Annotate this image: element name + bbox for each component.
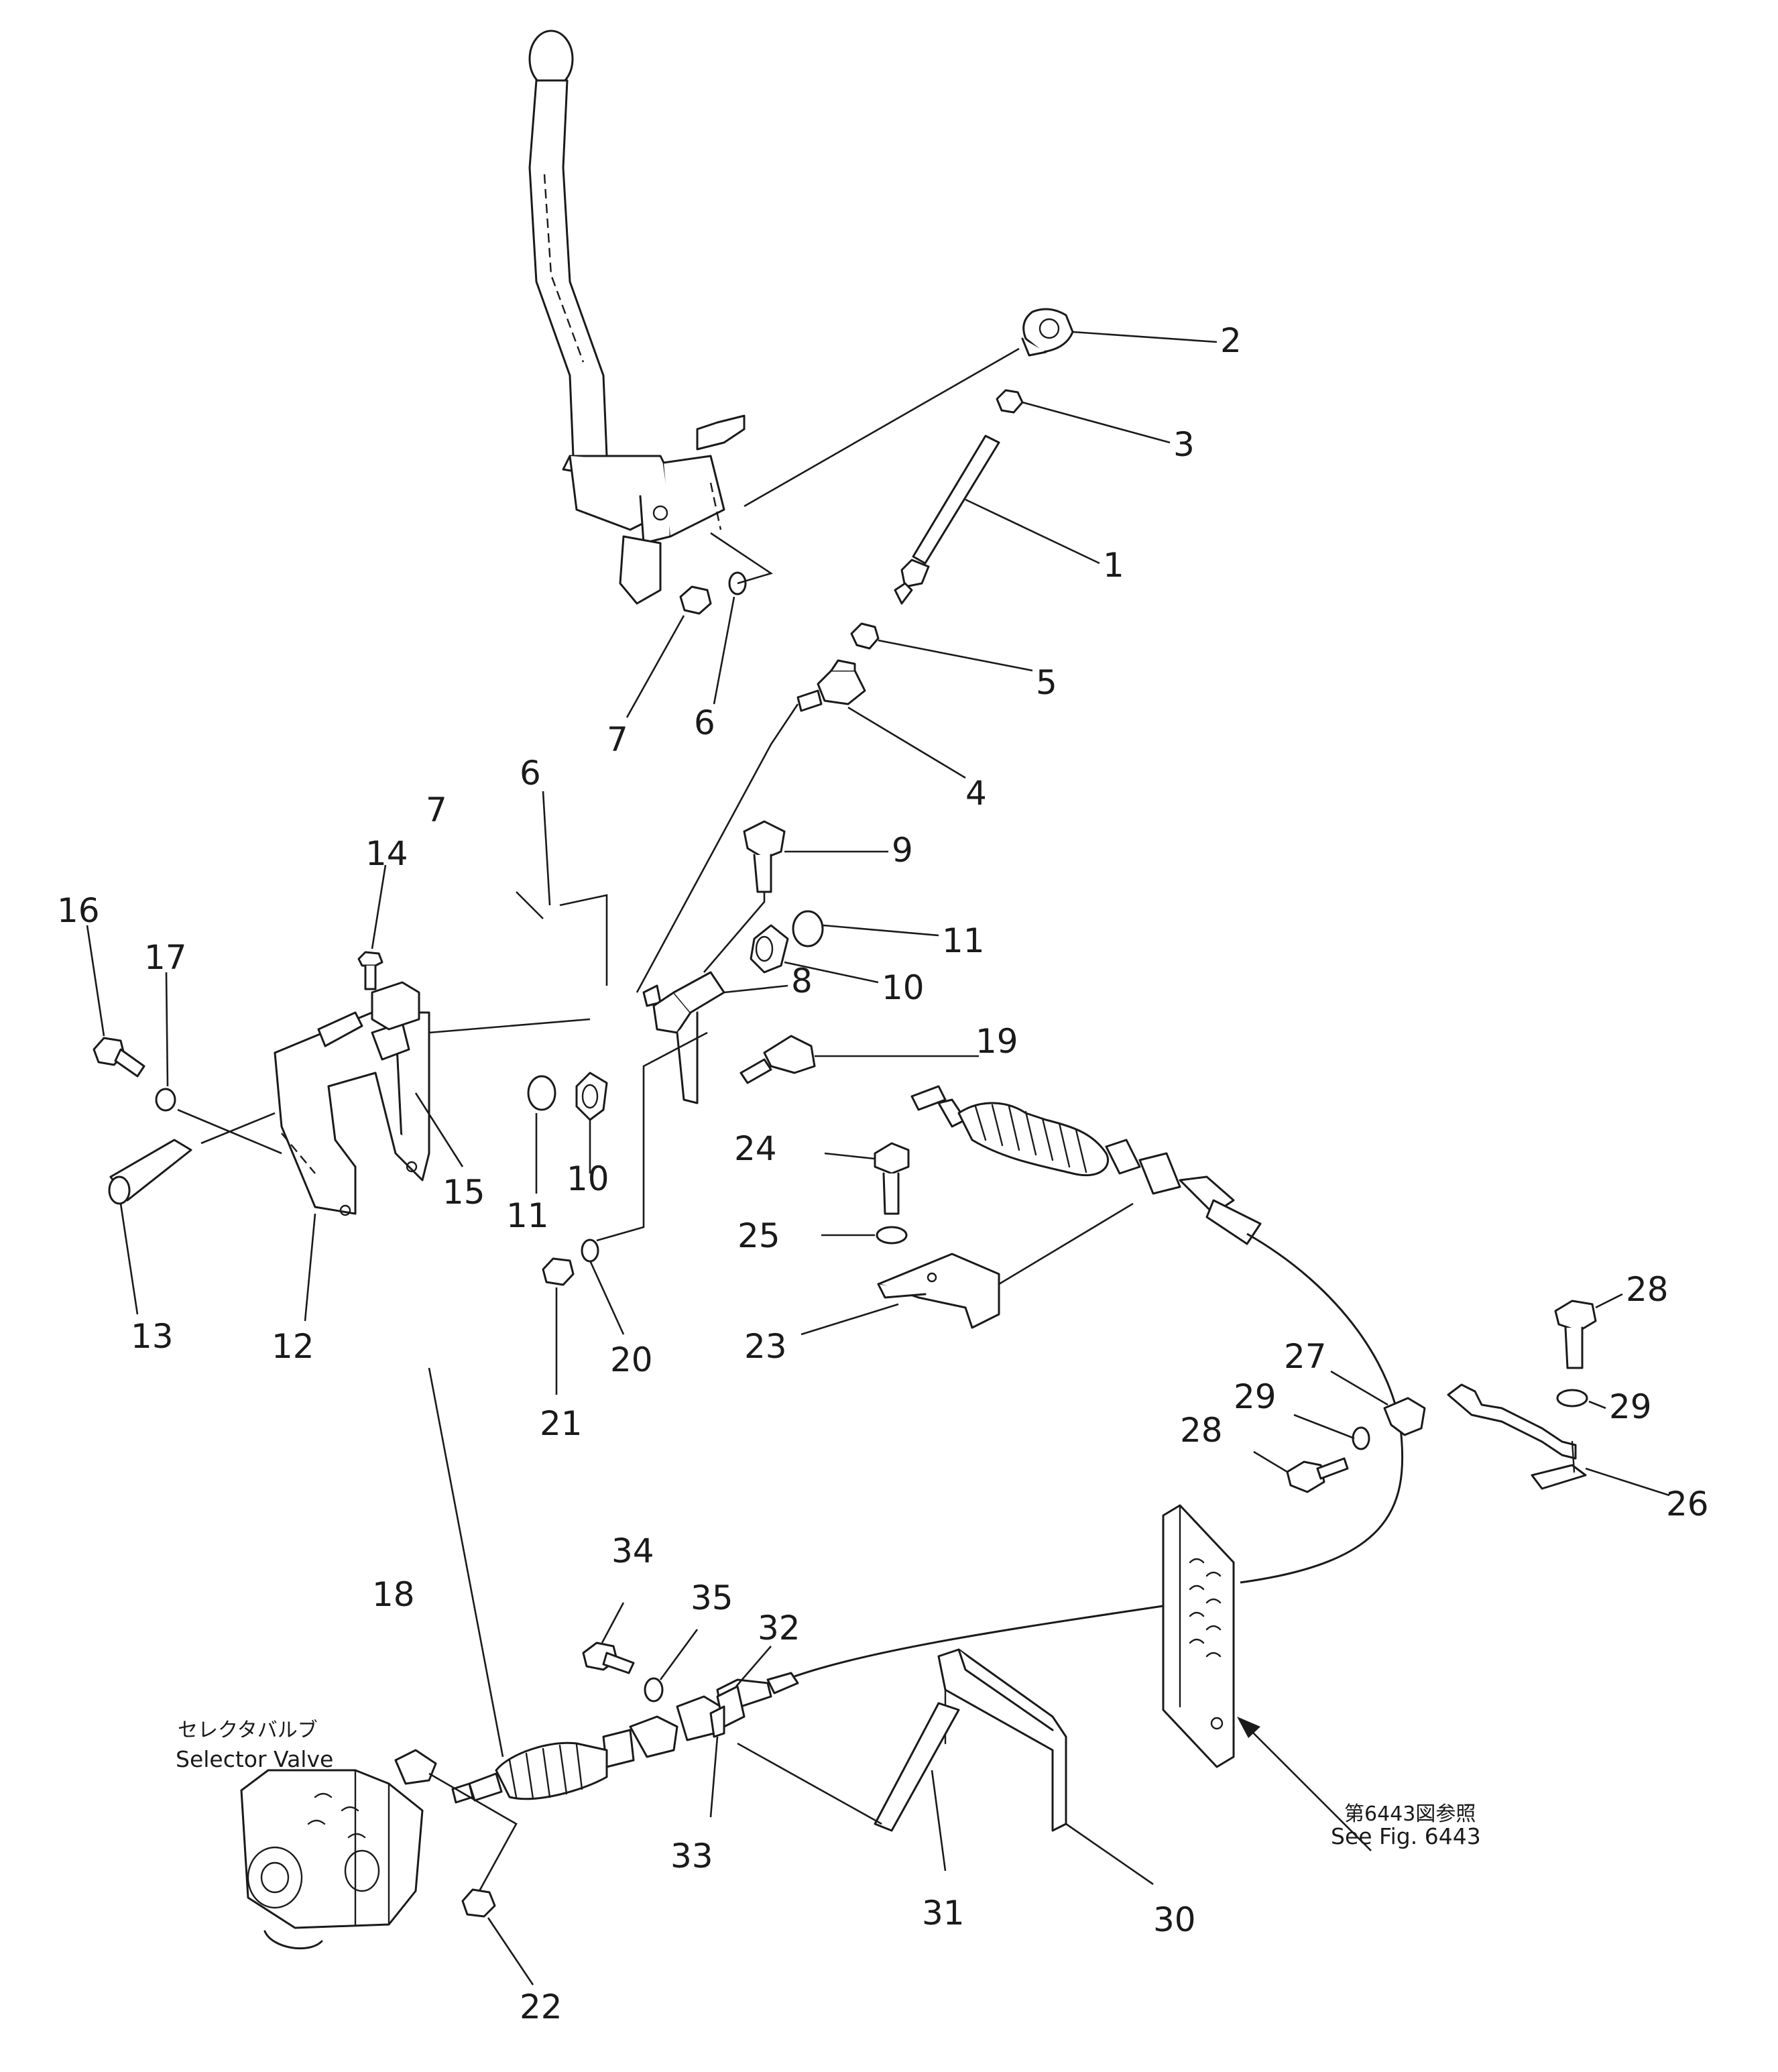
callout-2: 2 <box>1220 321 1242 360</box>
callout-12: 12 <box>272 1327 314 1366</box>
callout-labels: 2 3 1 5 4 7 6 9 11 10 8 19 6 7 14 16 17 … <box>57 321 1709 2026</box>
part-26-bracket <box>1447 1383 1587 1490</box>
callout-14: 14 <box>365 834 408 873</box>
shift-lever <box>528 30 746 605</box>
callout-24: 24 <box>734 1129 777 1168</box>
part-23-bracket <box>877 1253 1000 1329</box>
callout-17: 17 <box>144 938 187 977</box>
part-22-nut <box>461 1888 496 1918</box>
callout-23: 23 <box>744 1327 787 1366</box>
callout-29-upper: 29 <box>1609 1387 1652 1426</box>
callout-35: 35 <box>691 1578 733 1617</box>
part-25-washer <box>876 1226 908 1245</box>
see-fig-label-jp: 第6443図参照 <box>1344 1802 1476 1826</box>
callout-25: 25 <box>737 1216 780 1255</box>
callout-30: 30 <box>1153 1900 1196 1939</box>
part-27-clamp <box>1383 1397 1426 1436</box>
part-28-bolt-lower <box>1286 1457 1349 1493</box>
part-20-washer <box>581 1239 599 1263</box>
part-5-nut <box>850 622 880 650</box>
callout-26: 26 <box>1666 1485 1709 1523</box>
part-29-washer-upper <box>1556 1389 1588 1407</box>
part-18-cable-end <box>451 1672 799 1804</box>
callout-9: 9 <box>892 831 913 870</box>
callout-22: 22 <box>520 1988 562 2026</box>
part-2-ball-joint <box>1021 308 1074 357</box>
callout-6-upper: 6 <box>694 703 715 742</box>
part-3-nut <box>996 389 1024 414</box>
callout-27: 27 <box>1284 1337 1327 1376</box>
part-28-bolt-upper <box>1554 1300 1597 1369</box>
callout-16: 16 <box>57 891 100 930</box>
part-21-nut <box>542 1257 575 1286</box>
part-13-pin <box>108 1139 192 1205</box>
callout-18: 18 <box>372 1575 415 1614</box>
arrow-head <box>1237 1717 1260 1738</box>
part-19-ball-joint <box>739 1035 816 1084</box>
part-14-pin <box>357 951 383 990</box>
part-15-bracket-block <box>371 981 420 1031</box>
selector-valve-label-en: Selector Valve <box>176 1746 333 1772</box>
callout-31: 31 <box>922 1894 965 1933</box>
callout-32: 32 <box>758 1609 801 1648</box>
part-16-bolt <box>93 1037 145 1078</box>
callout-28-upper: 28 <box>1626 1270 1669 1309</box>
callout-11-lower: 11 <box>506 1196 549 1235</box>
part-12-bracket <box>274 1011 430 1216</box>
callout-7-mid: 7 <box>426 791 447 829</box>
part-33-clamp-plate <box>709 1705 725 1738</box>
part-10-bushing-upper <box>750 924 789 974</box>
mount-plate <box>1162 1504 1235 1768</box>
part-9-ball-joint <box>743 820 786 893</box>
callout-29-lower: 29 <box>1234 1377 1277 1416</box>
part-24-bolt <box>874 1142 910 1215</box>
callout-34: 34 <box>611 1532 654 1570</box>
callout-19: 19 <box>975 1022 1018 1061</box>
callout-1: 1 <box>1103 546 1124 585</box>
part-29-washer-lower <box>1352 1426 1370 1450</box>
annotations: セレクタバルブ Selector Valve 第6443図参照 See Fig.… <box>176 1719 1481 1849</box>
part-34-bolt <box>582 1642 635 1674</box>
callout-33: 33 <box>670 1837 713 1876</box>
part-11-bushing-lower <box>527 1075 556 1111</box>
selector-valve-label-jp: セレクタバルブ <box>178 1719 318 1742</box>
part-7-nut-upper <box>679 585 712 615</box>
part-8-lever-arm <box>642 971 725 1104</box>
part-4-ball-joint <box>796 659 866 712</box>
callout-10-upper: 10 <box>882 968 925 1007</box>
callout-8: 8 <box>791 962 813 1000</box>
callout-28-lower: 28 <box>1180 1411 1223 1450</box>
part-35-washer <box>644 1677 664 1703</box>
callout-11-upper: 11 <box>942 921 985 960</box>
upper-cable <box>910 1085 1403 1436</box>
callout-13: 13 <box>131 1317 174 1356</box>
part-31-leg <box>874 1702 960 1832</box>
part-11-bushing-upper <box>792 910 824 947</box>
callout-7-upper: 7 <box>607 720 628 759</box>
part-30-bracket <box>937 1648 1067 1832</box>
part-17-washer <box>155 1088 176 1112</box>
leader-lines <box>86 331 1670 1985</box>
callout-10-lower: 10 <box>567 1159 609 1198</box>
part-1-rod <box>894 435 1000 605</box>
cable-loop <box>1240 1434 1404 1584</box>
cable-lower <box>794 1605 1164 1678</box>
callout-4: 4 <box>965 774 987 813</box>
selector-valve <box>240 1749 437 1950</box>
callout-21: 21 <box>540 1404 583 1443</box>
callout-15: 15 <box>442 1173 485 1212</box>
callout-20: 20 <box>610 1340 653 1379</box>
callout-3: 3 <box>1173 425 1195 464</box>
part-10-bushing-lower <box>575 1072 608 1121</box>
callout-5: 5 <box>1036 663 1057 702</box>
see-fig-label-en: See Fig. 6443 <box>1331 1823 1481 1849</box>
callout-6-mid: 6 <box>520 754 541 793</box>
